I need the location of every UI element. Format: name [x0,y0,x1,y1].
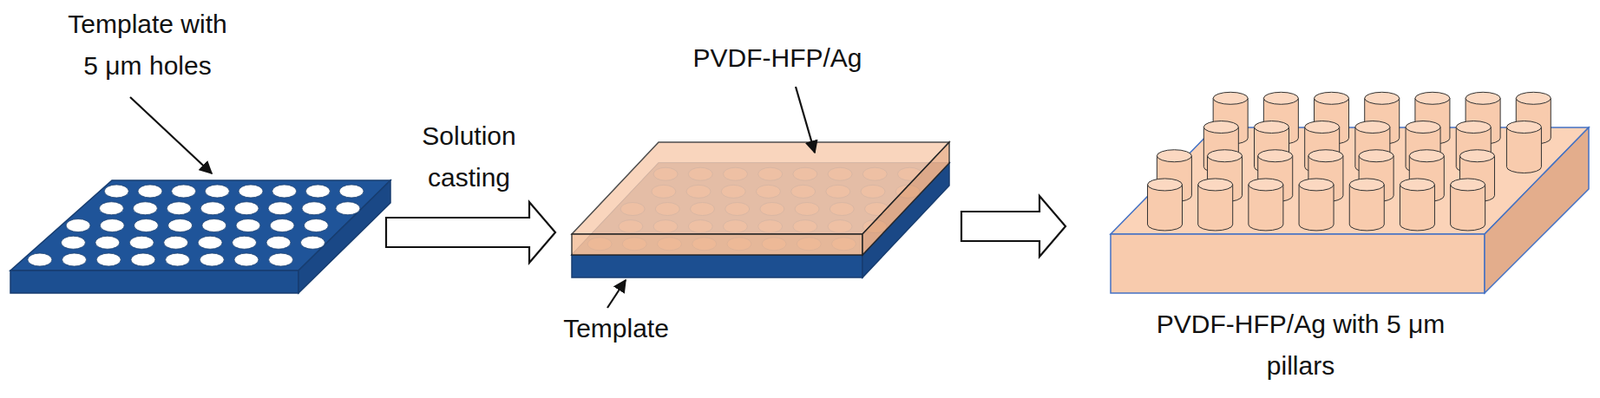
leader-line [795,86,815,153]
cast-film [571,142,950,256]
hole [171,184,197,198]
process-stage: PVDF-HFP/AgTemplate [555,34,962,356]
hole [268,202,293,216]
hole [234,202,259,216]
process-stage: Template with 5 μm holes [4,0,387,300]
process-stage: PVDF-HFP/Ag with 5 μm pillars [1065,69,1597,393]
hole [301,202,327,216]
template-holes [27,184,364,267]
callout-label: Template [563,308,669,350]
pillar [1147,178,1183,231]
hole [60,236,86,250]
arrow-label: Solution casting [404,115,535,199]
hole [197,236,223,250]
pillar [1198,178,1233,231]
hole [268,253,294,267]
pillar [1450,178,1486,231]
hole [137,184,163,198]
hole [238,184,263,198]
hole [104,184,129,198]
hole [232,236,257,250]
pillar [1506,121,1541,174]
hole [96,253,121,267]
pillars [1147,91,1552,231]
pillar-film-base [1110,91,1589,294]
hole [199,253,224,267]
hole [131,253,156,267]
hole [129,236,154,250]
stage-label: Template with 5 μm holes [59,3,237,87]
hole [166,202,191,216]
hole [236,219,261,233]
hole [303,219,328,233]
template-slab [10,180,391,294]
leader-line [130,97,212,174]
hole [98,202,124,216]
hole [168,219,193,233]
block-arrow [386,202,556,263]
pillar [1298,178,1334,231]
hole [272,184,297,198]
pillar [1248,178,1284,231]
block-arrow [961,196,1066,257]
hole [269,219,295,233]
hole [163,236,189,250]
hole [99,219,125,233]
pillar [1399,178,1435,231]
hole [95,236,120,250]
hole [202,219,227,233]
hole [133,219,158,233]
hole [305,184,330,198]
hole [339,184,364,198]
hole [204,184,230,198]
hole [132,202,158,216]
hole [165,253,191,267]
hole [300,236,325,250]
hole [200,202,225,216]
hole [27,253,53,267]
callout-label: PVDF-HFP/Ag [692,37,862,79]
hole [62,253,87,267]
pillar [1349,178,1384,231]
hole [234,253,259,267]
leader-line [607,280,626,309]
hole [335,202,361,216]
hole [65,219,91,233]
stage-label: PVDF-HFP/Ag with 5 μm pillars [1140,303,1462,387]
hole [266,236,291,250]
